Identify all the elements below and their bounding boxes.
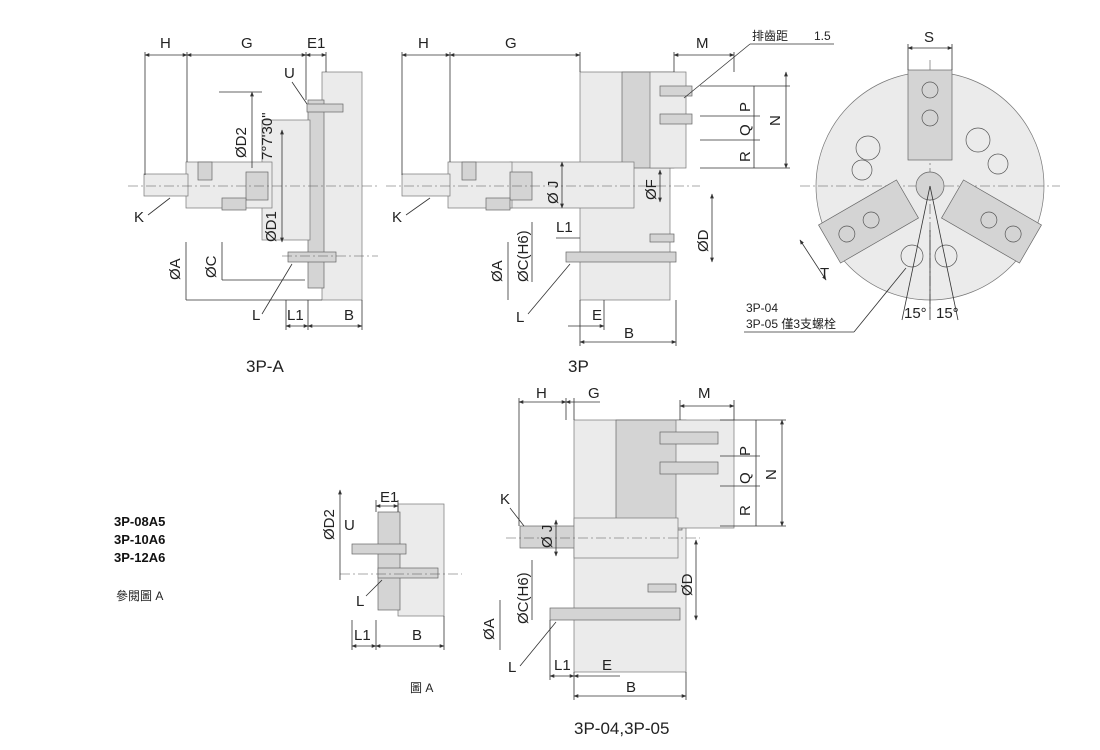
screw-u <box>306 103 344 113</box>
bolt-l <box>377 567 439 579</box>
angle-left: 15° <box>904 305 927 322</box>
bolt-l <box>549 607 681 621</box>
label-k: K <box>134 209 144 226</box>
label-f: ØF <box>643 179 660 200</box>
angle-right: 15° <box>936 305 959 322</box>
bolt-l <box>287 251 337 263</box>
label-angle: 7°7'30" <box>259 112 276 160</box>
label-a: ØA <box>481 618 498 640</box>
label-d1: ØD1 <box>263 211 280 242</box>
label-n: N <box>763 469 780 480</box>
model-item: 3P-10A6 <box>114 532 165 547</box>
jaw-bolt-top <box>659 85 693 97</box>
piston-rod <box>143 173 189 197</box>
label-g: G <box>588 385 600 402</box>
label-l1: L1 <box>354 627 371 644</box>
label-s: S <box>924 29 934 46</box>
label-u: U <box>344 517 355 534</box>
view-3p-a: H G E1 U ØD2 7°7'30" ØD1 K ØA ØC L L1 B … <box>128 35 378 376</box>
label-a: ØA <box>489 260 506 282</box>
label-k: K <box>500 491 510 508</box>
view-3p-04-05: H G M P Q R N K Ø J ØC(H6) ØD ØA L <box>481 385 786 738</box>
view-fig-a: ØD2 E1 U L L1 B 圖 A <box>321 489 462 695</box>
label-e: E <box>602 657 612 674</box>
label-h: H <box>418 35 429 52</box>
label-d2: ØD2 <box>321 509 338 540</box>
label-b: B <box>344 307 354 324</box>
models-note: 參閱圖 A <box>116 588 163 603</box>
bolt-l <box>565 251 677 263</box>
label-m: M <box>696 35 709 52</box>
label-c: ØC <box>203 255 220 278</box>
label-l: L <box>508 659 516 676</box>
pin <box>647 583 677 593</box>
label-c: ØC(H6) <box>515 230 532 282</box>
screw-u <box>351 543 407 555</box>
label-pitch-value: 1.5 <box>814 29 831 43</box>
label-r: R <box>737 151 754 162</box>
piston-rod <box>401 173 451 197</box>
label-l: L <box>252 307 260 324</box>
label-l1: L1 <box>556 219 573 236</box>
label-l1: L1 <box>287 307 304 324</box>
flange <box>377 511 401 611</box>
label-p: P <box>737 102 754 112</box>
label-r: R <box>737 505 754 516</box>
label-m: M <box>698 385 711 402</box>
spring <box>221 197 247 211</box>
label-pitch-text: 排齒距 <box>752 29 788 43</box>
label-t: T <box>820 265 829 282</box>
label-e1: E1 <box>307 35 325 52</box>
label-g: G <box>241 35 253 52</box>
label-d2: ØD2 <box>233 127 250 158</box>
model-item: 3P-08A5 <box>114 514 165 529</box>
label-l: L <box>516 309 524 326</box>
label-u: U <box>284 65 295 82</box>
jaw-bolt-top <box>659 431 719 445</box>
label-e1: E1 <box>380 489 398 506</box>
model-item: 3P-12A6 <box>114 550 165 565</box>
note-line2: 3P-05 僅3支螺栓 <box>746 316 836 331</box>
label-j: Ø J <box>539 525 556 548</box>
label-h: H <box>536 385 547 402</box>
label-q: Q <box>737 124 754 136</box>
model-list: 3P-08A5 3P-10A6 3P-12A6 參閱圖 A <box>114 514 165 603</box>
caption-3p-a: 3P-A <box>246 357 284 376</box>
caption-3p: 3P <box>568 357 589 376</box>
label-d: ØD <box>695 229 712 252</box>
jaw-bolt-bottom <box>659 461 719 475</box>
label-n: N <box>767 115 784 126</box>
label-k: K <box>392 209 402 226</box>
label-p: P <box>737 446 754 456</box>
label-a: ØA <box>167 258 184 280</box>
label-j: Ø J <box>545 181 562 204</box>
caption-fig-a: 圖 A <box>410 681 433 695</box>
view-front: S T 3P-04 3P-05 僅3支螺栓 15° 15° <box>744 29 1060 333</box>
label-b: B <box>412 627 422 644</box>
chuck-body <box>397 503 445 617</box>
jaw-bolt-bottom <box>659 113 693 125</box>
label-l: L <box>356 593 364 610</box>
fitting <box>461 161 477 181</box>
label-g: G <box>505 35 517 52</box>
label-e: E <box>592 307 602 324</box>
jaw-right <box>941 179 1042 264</box>
label-d: ØD <box>679 573 696 596</box>
view-3p: H G M 排齒距 1.5 P Q R N Ø J ØF K ØA ØC(H6) <box>386 29 834 376</box>
caption-3p-04-05: 3P-04,3P-05 <box>574 719 669 738</box>
label-l1: L1 <box>554 657 571 674</box>
note-line1: 3P-04 <box>746 301 778 315</box>
jaw-top <box>907 69 953 161</box>
label-q: Q <box>737 472 754 484</box>
label-c: ØC(H6) <box>515 572 532 624</box>
pin <box>649 233 675 243</box>
label-h: H <box>160 35 171 52</box>
piston <box>573 517 679 559</box>
label-b: B <box>624 325 634 342</box>
fitting <box>197 161 213 181</box>
jaw-left <box>818 179 919 264</box>
label-b: B <box>626 679 636 696</box>
spring <box>485 197 511 211</box>
